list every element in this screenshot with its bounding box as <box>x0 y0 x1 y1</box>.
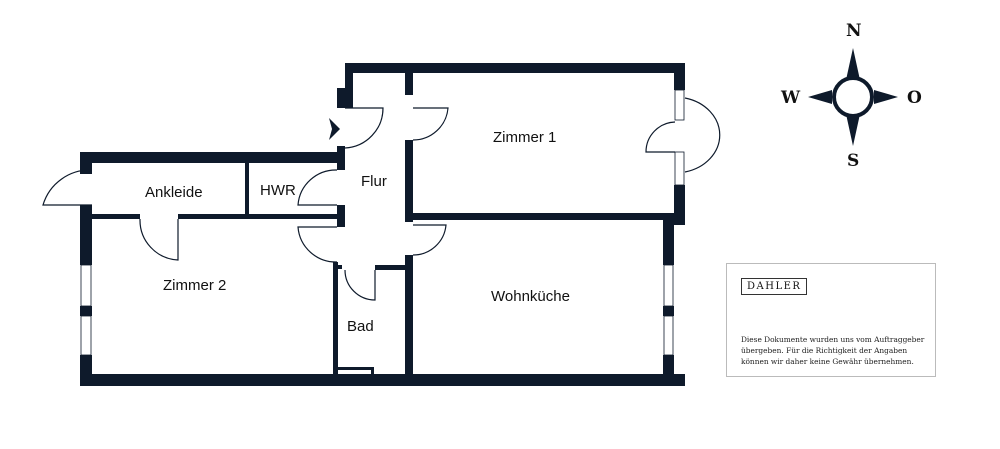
compass-west: W <box>780 88 801 108</box>
compass-north: N <box>846 21 862 41</box>
room-label-flur: Flur <box>361 173 387 190</box>
room-label-zimmer1: Zimmer 1 <box>493 129 556 146</box>
compass-rose-icon: N S W O <box>780 21 922 171</box>
room-label-hwr: HWR <box>260 182 296 199</box>
room-label-zimmer2: Zimmer 2 <box>163 277 226 294</box>
walls <box>80 63 685 386</box>
windows <box>80 89 685 356</box>
room-label-wohnkueche: Wohnküche <box>491 288 570 305</box>
brand-logo: DAHLER <box>741 278 808 295</box>
room-label-ankleide: Ankleide <box>145 184 203 201</box>
compass-east: O <box>907 88 922 108</box>
disclaimer-text: Diese Dokumente wurden uns vom Auftragge… <box>741 335 925 366</box>
room-label-bad: Bad <box>347 318 374 335</box>
disclaimer-box: DAHLER Diese Dokumente wurden uns vom Au… <box>726 263 936 377</box>
compass-south: S <box>847 151 859 171</box>
entrance-arrow-icon <box>329 118 340 140</box>
doors <box>42 97 721 301</box>
